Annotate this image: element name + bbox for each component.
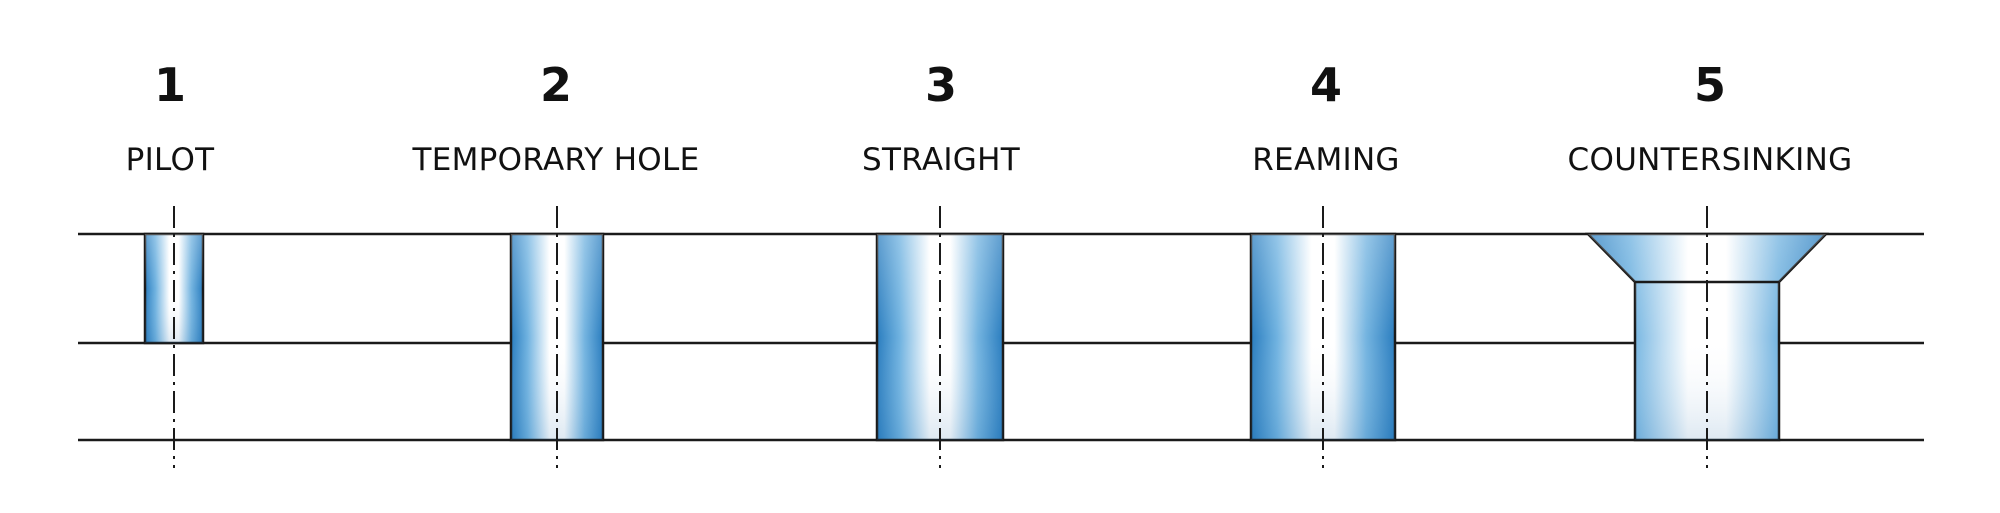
step-1-number: 1	[153, 58, 186, 112]
step-5-number: 5	[1693, 58, 1726, 112]
step-5-label: COUNTERSINKING	[1567, 142, 1853, 178]
step-1-label: PILOT	[125, 142, 215, 178]
step-4-label: REAMING	[1252, 142, 1400, 178]
step-3-label: STRAIGHT	[862, 142, 1020, 178]
step-2-number: 2	[539, 58, 572, 112]
step-3-number: 3	[924, 58, 957, 112]
step-4-number: 4	[1309, 58, 1342, 112]
step-2-label: TEMPORARY HOLE	[412, 142, 700, 178]
